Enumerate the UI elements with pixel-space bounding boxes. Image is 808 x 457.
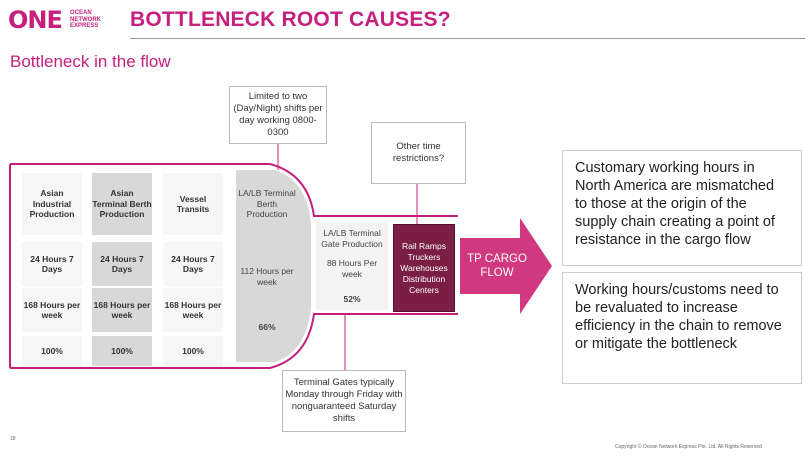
funnel-outline-bottom <box>10 313 458 369</box>
grid-cell: 100% <box>22 336 82 366</box>
note-revaluation: Working hours/customs need to be revalua… <box>562 272 802 384</box>
arrow-label: TP CARGO FLOW <box>467 253 527 279</box>
one-logo: ONE OCEAN NETWORK EXPRESS <box>8 7 118 33</box>
note-working-hours: Customary working hours in North America… <box>562 150 802 266</box>
grid-cell: 24 Hours 7 Days <box>92 242 152 286</box>
page-number: 18 <box>10 436 16 442</box>
gate-production-hours: 88 Hours Per week <box>326 258 378 279</box>
logo-text: ONE <box>8 6 63 34</box>
grid-header-asian-terminal: Asian Terminal Berth Production <box>92 173 152 235</box>
gate-production-percent: 52% <box>343 294 361 304</box>
page-title: BOTTLENECK ROOT CAUSES? <box>130 8 451 31</box>
grid-cell: 168 Hours per week <box>22 288 82 332</box>
gate-production-title: LA/LB Terminal Gate Production <box>321 228 383 249</box>
copyright-text: Copyright © Ocean Network Express Pte. L… <box>615 444 762 450</box>
grid-cell: 24 Hours 7 Days <box>22 242 82 286</box>
shifts-callout: Limited to two (Day/Night) shifts per da… <box>229 86 327 144</box>
title-divider <box>130 38 805 39</box>
grid-cell: 168 Hours per week <box>92 288 152 332</box>
berth-production-shape <box>236 170 311 362</box>
grid-cell: 168 Hours per week <box>163 288 223 332</box>
grid-cell: 100% <box>92 336 152 366</box>
berth-production-title: LA/LB Terminal Berth Production <box>238 188 296 219</box>
other-restrictions-callout: Other time restrictions? <box>371 122 466 184</box>
logo-subtext: OCEAN NETWORK EXPRESS <box>70 10 101 29</box>
cargo-flow-arrow <box>460 218 552 314</box>
section-subtitle: Bottleneck in the flow <box>10 52 171 71</box>
grid-cell: 24 Hours 7 Days <box>163 242 223 286</box>
gate-production-box <box>316 222 388 310</box>
destination-box: Rail Ramps Truckers Warehouses Distribut… <box>393 224 455 312</box>
gates-callout: Terminal Gates typically Monday through … <box>282 370 406 432</box>
grid-cell: 100% <box>163 336 223 366</box>
grid-header-asian-industrial: Asian Industrial Production <box>22 173 82 235</box>
grid-header-vessel-transits: Vessel Transits <box>163 173 223 235</box>
berth-production-hours: 112 Hours per week <box>240 266 294 287</box>
berth-production-percent: 66% <box>258 322 276 332</box>
funnel-outline <box>10 163 458 217</box>
